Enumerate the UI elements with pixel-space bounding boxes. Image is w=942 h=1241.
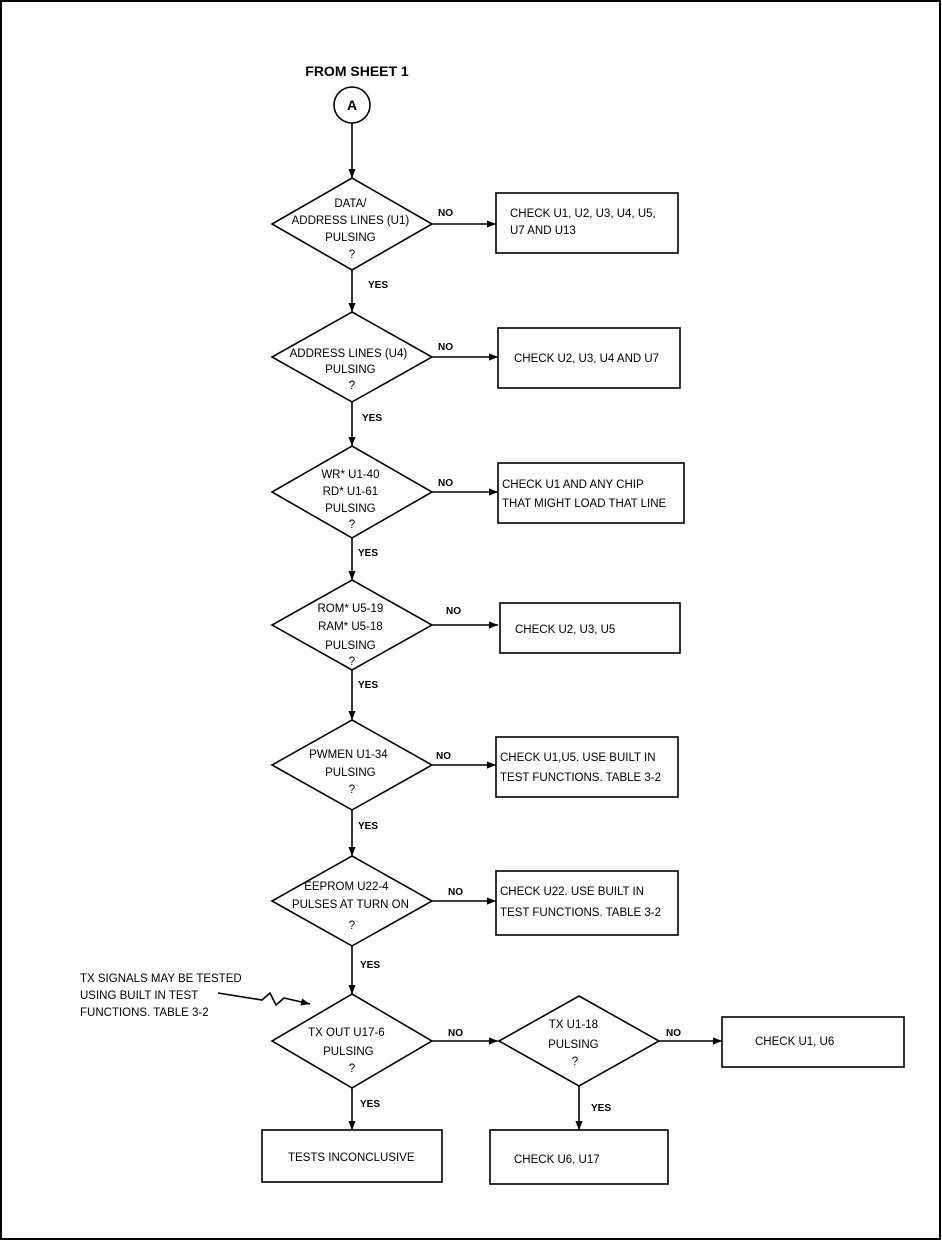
decision-diamond — [497, 995, 661, 1087]
no-label: NO — [446, 606, 461, 617]
action-text: CHECK U22. USE BUILT IN TEST FUNCTIONS. … — [500, 886, 661, 919]
yes-label: YES — [362, 413, 382, 424]
no-label: NO — [448, 1028, 463, 1039]
no-label: NO — [438, 342, 453, 353]
decision-diamond — [270, 445, 434, 539]
action-text: CHECK U2, U3, U5 — [515, 624, 615, 636]
action-box — [497, 327, 681, 389]
yes-label: YES — [358, 680, 378, 691]
from-sheet-label: FROM SHEET 1 — [305, 63, 409, 79]
decision-text: ADDRESS LINES (U4) PULSING ? — [290, 348, 411, 392]
action-text: CHECK U1, U6 — [755, 1036, 834, 1048]
yes-label: YES — [358, 821, 378, 832]
decision-text: WR* U1-40 RD* U1-61 PULSING ? — [321, 469, 382, 531]
action-box — [495, 870, 679, 936]
decision-text: TX OUT U17-6 PULSING ? — [308, 1027, 388, 1075]
decision-diamond — [270, 177, 434, 271]
no-label: NO — [666, 1028, 681, 1039]
yes-label: YES — [358, 548, 378, 559]
action-text: CHECK U6, U17 — [514, 1154, 600, 1166]
no-label: NO — [448, 887, 463, 898]
action-text: CHECK U1 AND ANY CHIP THAT MIGHT LOAD TH… — [502, 479, 667, 510]
action-box — [261, 1129, 443, 1183]
decision-diamond — [270, 719, 434, 811]
action-text: CHECK U1,U5. USE BUILT IN TEST FUNCTIONS… — [500, 752, 661, 784]
yes-label: YES — [591, 1103, 611, 1114]
action-box — [497, 462, 685, 524]
action-box — [495, 736, 679, 798]
decision-diamond — [270, 579, 434, 671]
decision-text: TX U1-18 PULSING ? — [548, 1019, 602, 1068]
no-label: NO — [436, 751, 451, 762]
no-label: NO — [438, 208, 453, 219]
decision-text: EEPROM U22-4 PULSES AT TURN ON ? — [292, 881, 412, 932]
side-note: TX SIGNALS MAY BE TESTED USING BUILT IN … — [80, 973, 245, 1019]
action-box — [499, 602, 681, 654]
no-label: NO — [438, 478, 453, 489]
action-box — [495, 192, 679, 254]
yes-label: YES — [360, 1099, 380, 1110]
decision-text: PWMEN U1-34 PULSING ? — [309, 749, 391, 796]
action-text: TESTS INCONCLUSIVE — [288, 1152, 415, 1164]
action-text: CHECK U1, U2, U3, U4, U5, U7 AND U13 — [510, 208, 659, 237]
yes-label: YES — [360, 960, 380, 971]
decision-diamond — [270, 311, 434, 403]
decision-diamond — [270, 993, 434, 1089]
action-box — [489, 1129, 669, 1185]
action-text: CHECK U2, U3, U4 AND U7 — [514, 353, 659, 365]
decision-diamond — [270, 855, 434, 947]
action-box — [721, 1016, 905, 1068]
connector-label: A — [347, 97, 357, 113]
decision-text: ROM* U5-19 RAM* U5-18 PULSING ? — [317, 603, 386, 668]
note-pointer — [217, 991, 311, 1007]
yes-label: YES — [368, 280, 388, 291]
decision-text: DATA/ ADDRESS LINES (U1) PULSING ? — [292, 198, 413, 261]
